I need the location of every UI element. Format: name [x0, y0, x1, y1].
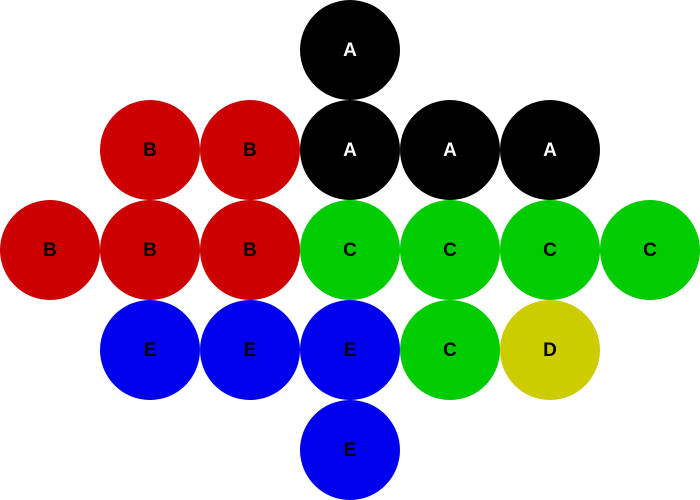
circle-label: B [143, 239, 157, 261]
circle-label: E [143, 339, 157, 361]
circle-label: C [543, 239, 557, 261]
circle-label: B [243, 239, 257, 261]
circle-c-r3-c4: C [400, 300, 500, 400]
circle-c-r2-c5: C [500, 200, 600, 300]
circle-label: A [343, 139, 357, 161]
circle-b-r2-c0: B [0, 200, 100, 300]
circle-label: C [643, 239, 657, 261]
circle-label: D [543, 339, 557, 361]
circle-b-r2-c1: B [100, 200, 200, 300]
circle-e-r4-c3: E [300, 400, 400, 500]
circle-e-r3-c1: E [100, 300, 200, 400]
circle-label: E [343, 439, 357, 461]
circle-label: C [443, 239, 457, 261]
circle-label: B [143, 139, 157, 161]
circle-label: C [343, 239, 357, 261]
circle-label: A [543, 139, 557, 161]
circle-b-r2-c2: B [200, 200, 300, 300]
circle-label: E [343, 339, 357, 361]
circle-c-r2-c3: C [300, 200, 400, 300]
circle-c-r2-c6: C [600, 200, 700, 300]
circle-a-r0-c3: A [300, 0, 400, 100]
circle-b-r1-c2: B [200, 100, 300, 200]
circle-label: B [243, 139, 257, 161]
circle-label: E [243, 339, 257, 361]
circle-label: A [443, 139, 457, 161]
circle-label: B [43, 239, 57, 261]
circle-a-r1-c5: A [500, 100, 600, 200]
circle-d-r3-c5: D [500, 300, 600, 400]
circle-b-r1-c1: B [100, 100, 200, 200]
circle-label: C [443, 339, 457, 361]
circle-e-r3-c3: E [300, 300, 400, 400]
circle-c-r2-c4: C [400, 200, 500, 300]
circle-label: A [343, 39, 357, 61]
circle-e-r3-c2: E [200, 300, 300, 400]
circle-a-r1-c3: A [300, 100, 400, 200]
circle-a-r1-c4: A [400, 100, 500, 200]
